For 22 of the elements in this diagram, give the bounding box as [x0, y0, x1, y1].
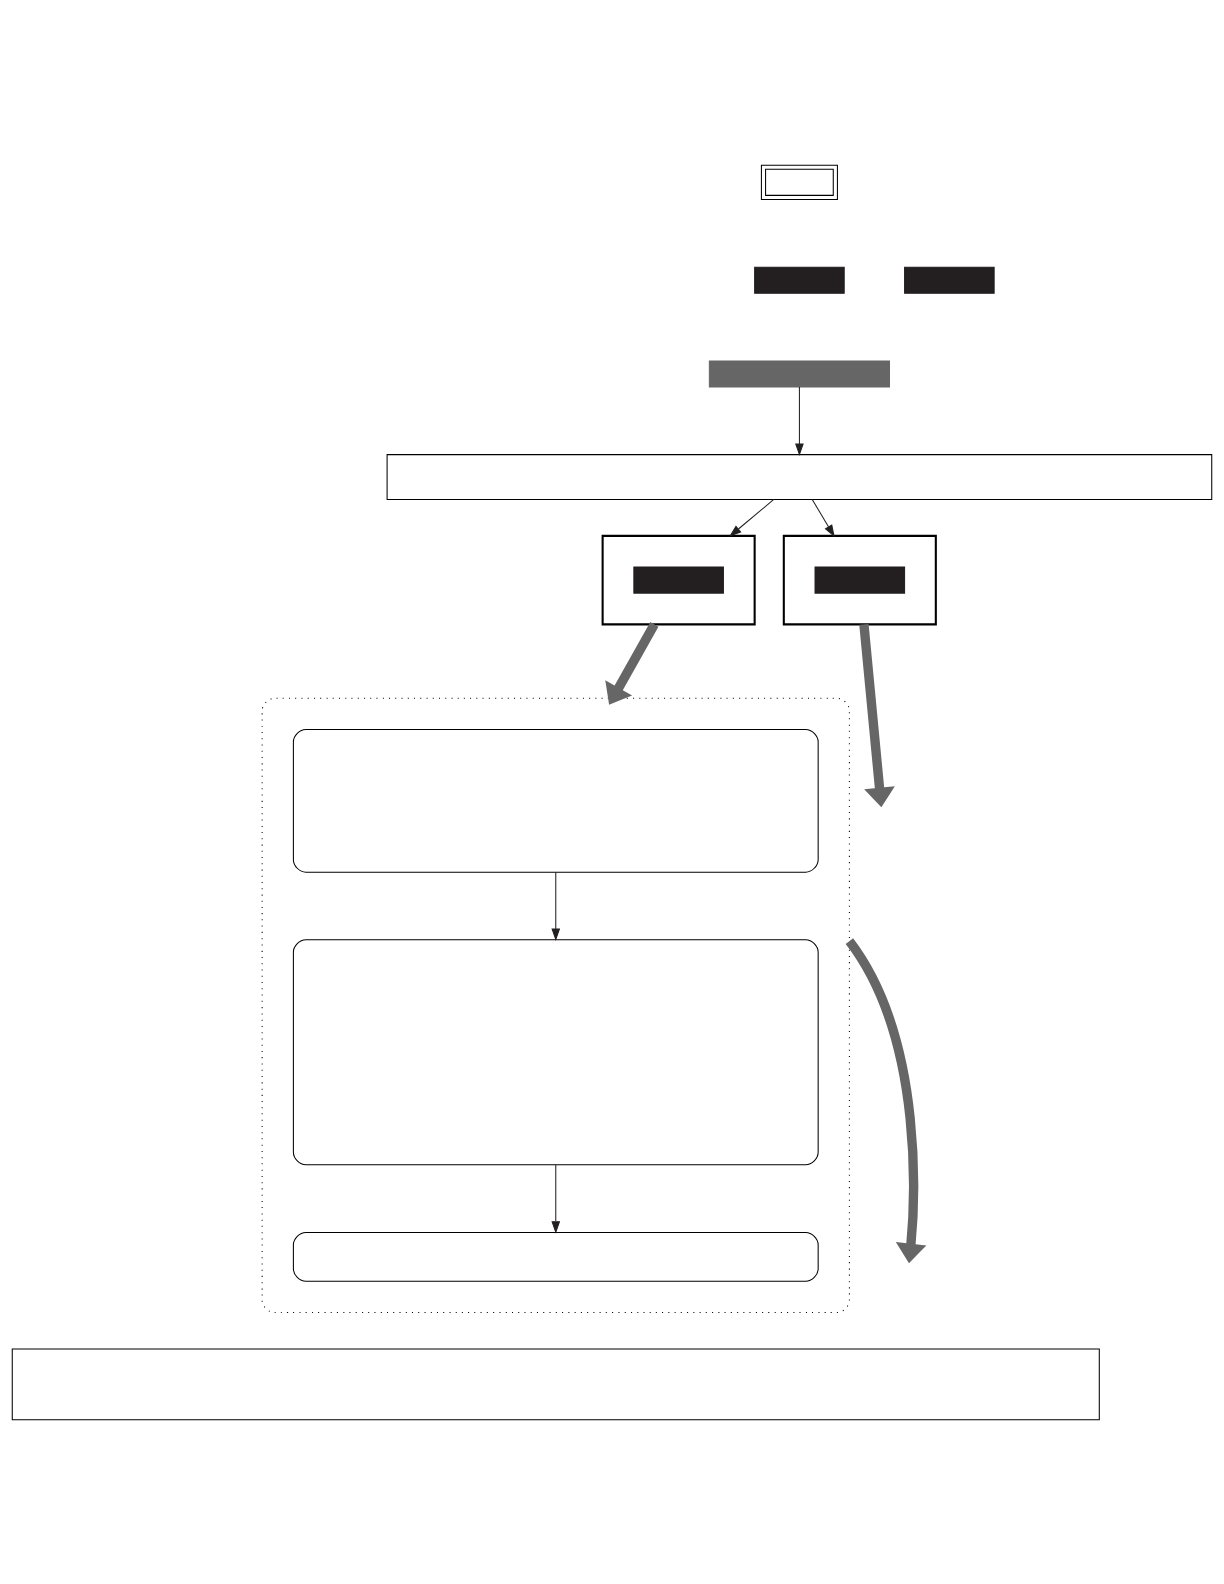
arrow — [845, 938, 927, 1263]
node-box — [292, 938, 819, 1165]
node-bar — [814, 566, 906, 594]
cluster — [601, 534, 756, 625]
node-box — [292, 1231, 819, 1282]
arrow — [859, 623, 895, 807]
arrow — [811, 498, 835, 537]
arrow — [605, 621, 659, 705]
cluster — [261, 697, 850, 1313]
node-box — [760, 164, 838, 200]
node-bar — [904, 266, 995, 294]
node-bar — [708, 359, 890, 387]
node-box — [292, 728, 819, 873]
cluster — [782, 534, 937, 625]
arrow — [795, 385, 804, 456]
node-bar — [633, 566, 724, 594]
node-box — [386, 453, 1213, 500]
node-bar — [754, 266, 845, 294]
arrow — [551, 871, 561, 941]
arrow — [551, 1163, 561, 1234]
node-box — [11, 1348, 1100, 1420]
arrow — [729, 498, 775, 537]
